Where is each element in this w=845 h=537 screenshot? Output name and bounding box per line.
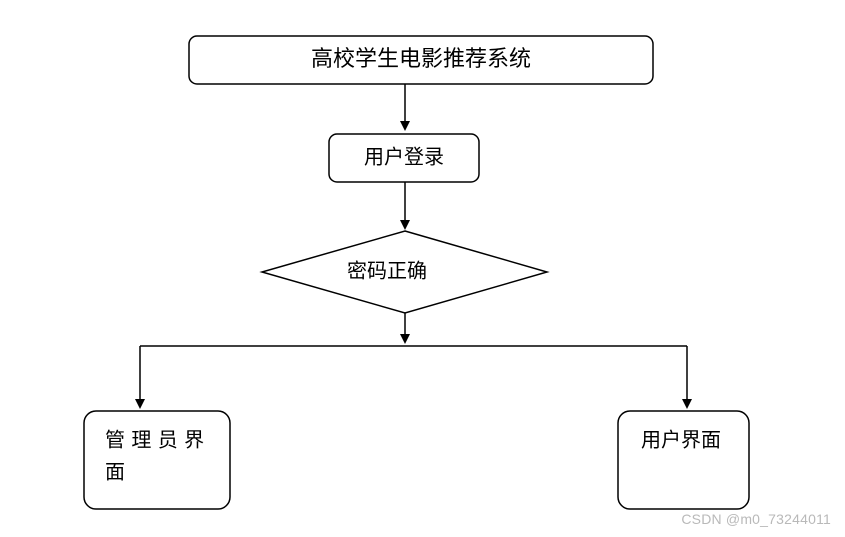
password-check-label: 密码正确 — [347, 259, 427, 283]
password-check-decision: 密码正确 — [259, 230, 550, 314]
user-interface-label: 用户界面 — [641, 428, 721, 452]
user-interface-node: 用户界面 — [617, 410, 750, 510]
user-login-label: 用户登录 — [364, 145, 444, 169]
admin-interface-node: 管 理 员 界 面 — [83, 410, 231, 510]
admin-interface-label-line2: 面 — [105, 460, 125, 484]
admin-interface-label-line1: 管 理 员 界 — [105, 428, 204, 452]
user-login-node: 用户登录 — [328, 133, 480, 183]
watermark: CSDN @m0_73244011 — [681, 511, 831, 527]
system-title-label: 高校学生电影推荐系统 — [311, 47, 531, 72]
system-title-node: 高校学生电影推荐系统 — [188, 35, 654, 85]
